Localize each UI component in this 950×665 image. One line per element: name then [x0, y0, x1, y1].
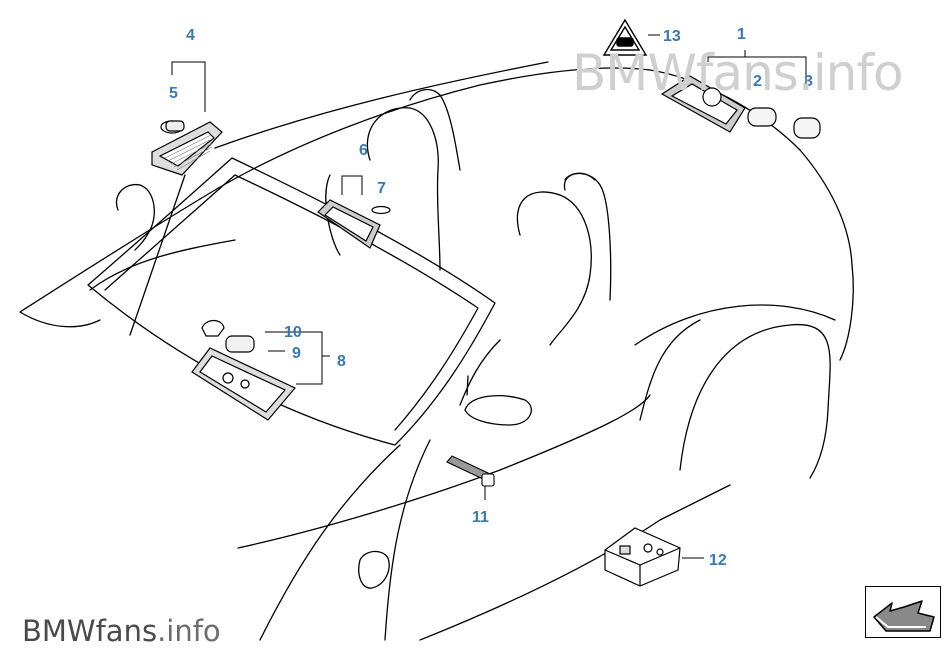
- side-mirror-stalk: [466, 375, 469, 396]
- callout-13: 13: [663, 28, 681, 45]
- watermark-suffix: .info: [157, 614, 221, 648]
- callout-4: 4: [186, 27, 195, 44]
- warning-triangle-icon: [602, 18, 648, 56]
- reading-light-part: [191, 319, 296, 421]
- bracket-4: [171, 61, 206, 112]
- interior-light-part: [317, 199, 391, 249]
- car-sill: [419, 484, 731, 641]
- watermark-brand: BMWfans: [22, 614, 158, 648]
- car-front-wheel-arch: [679, 324, 831, 479]
- rollbar-right: [564, 172, 596, 181]
- callout-12: 12: [709, 552, 727, 569]
- leader-line-antenna: [214, 61, 549, 149]
- windshield-frame: [87, 157, 496, 446]
- right-seat: [516, 191, 592, 346]
- car-door-edge: [459, 339, 501, 406]
- watermark-bottom: BMWfans.info: [22, 614, 221, 648]
- car-rear-outline: [839, 264, 854, 361]
- rollbar-left: [409, 88, 461, 171]
- right-seat-roll: [563, 172, 612, 301]
- car-hood-outline: [19, 189, 216, 313]
- watermark-top: BMWfans.info: [572, 44, 904, 102]
- luggage-light-part: [660, 75, 821, 139]
- leader-line-4: [129, 174, 186, 336]
- kit-box-part: [604, 527, 681, 587]
- car-front-curve: [19, 311, 101, 328]
- callout-6: 6: [359, 142, 368, 159]
- bracket-8: [265, 331, 323, 385]
- car-side-lower: [237, 394, 651, 549]
- callout-1: 1: [737, 26, 746, 43]
- arrow-down-left-icon: [873, 600, 935, 632]
- callout-3: 3: [804, 73, 813, 90]
- car-door-line: [384, 439, 431, 641]
- door-handle: [358, 550, 390, 589]
- front-headrest: [115, 183, 155, 251]
- switch-part: [446, 455, 495, 487]
- callout-8: 8: [337, 353, 346, 370]
- car-body-top-outline: [214, 67, 651, 191]
- car-rear-wheel-arch: [634, 304, 836, 346]
- callout-5: 5: [169, 85, 178, 102]
- bracket-1: [707, 56, 807, 85]
- callout-11: 11: [472, 509, 489, 526]
- next-page-button[interactable]: [865, 586, 941, 638]
- side-mirror: [464, 395, 532, 426]
- callout-2: 2: [753, 73, 762, 90]
- callout-10: 10: [284, 324, 302, 341]
- callout-9: 9: [292, 345, 301, 362]
- car-quarter-line: [639, 319, 701, 421]
- callout-7: 7: [377, 180, 386, 197]
- bracket-6: [341, 175, 363, 195]
- car-lower-front: [259, 444, 401, 641]
- left-seat: [366, 107, 441, 271]
- glovebox-light-part: [151, 120, 223, 176]
